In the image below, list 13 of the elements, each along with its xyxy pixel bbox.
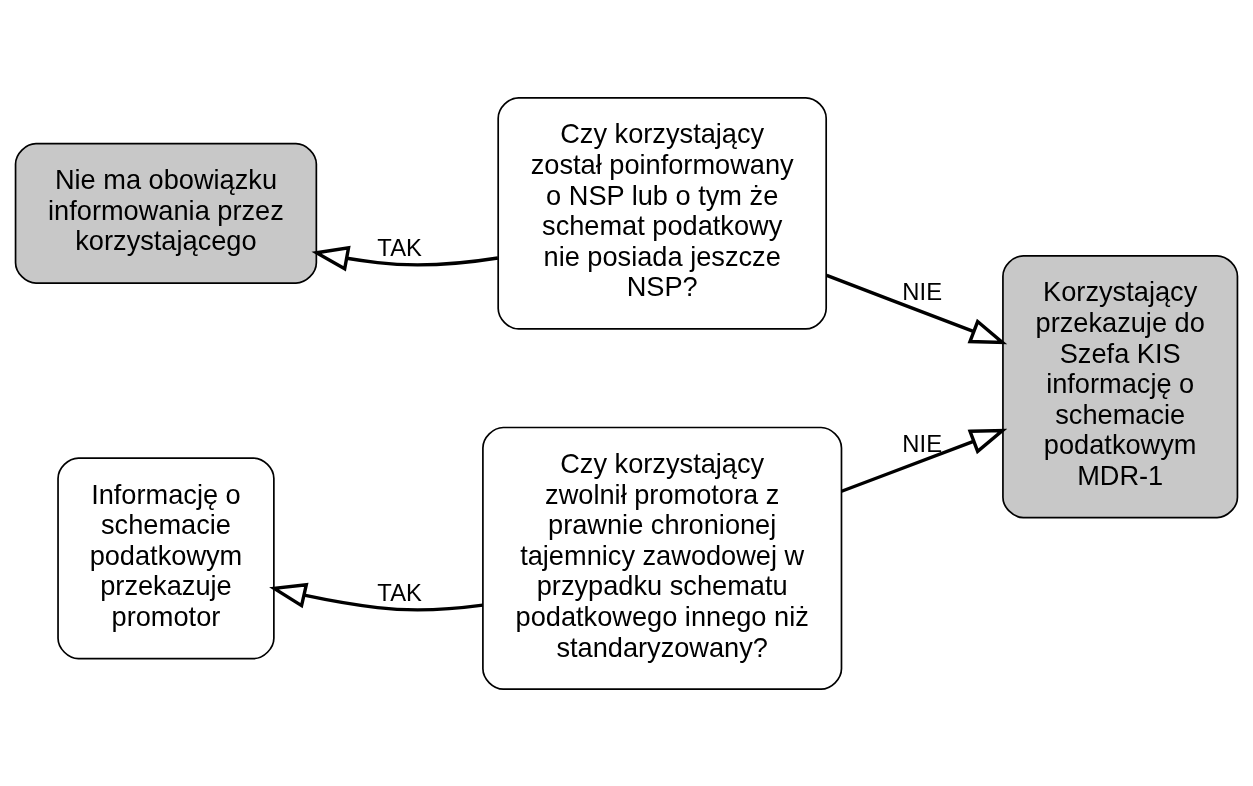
edge-label: NIE <box>902 277 943 305</box>
arrow <box>311 245 499 271</box>
arrow <box>841 428 1008 493</box>
node-box: Informację o schemacie podatkowym przekazuje promotor <box>57 456 275 659</box>
arrow <box>826 273 1008 344</box>
edge-label: NIE <box>902 429 943 457</box>
arrow <box>269 582 484 611</box>
edge-label: TAK <box>377 578 422 606</box>
node-box: Czy korzystający zwolnił promotora z prawnie chronionej tajemnicy zawodowej w przypadku schematu podatkowego innego niż standaryzowany? <box>482 426 843 690</box>
edge-label: TAK <box>377 233 422 261</box>
node-box: Korzystający przekazuje do Szefa KIS informację o schemacie podatkowym MDR-1 <box>1002 254 1239 518</box>
node-box: Nie ma obowiązku informowania przez korzystającego <box>14 142 318 284</box>
node-box: Czy korzystający został poinformowany o NSP lub o tym że schemat podatkowy nie posiada jeszcze NSP? <box>497 96 828 330</box>
